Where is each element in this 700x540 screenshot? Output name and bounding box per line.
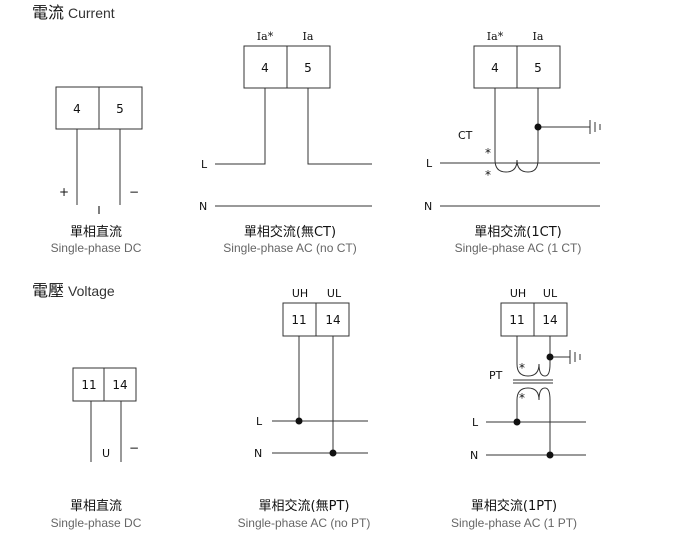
caption-en: Single-phase DC	[51, 516, 142, 530]
line-l-label: L	[256, 415, 263, 428]
voltage-header-en: Voltage	[68, 283, 115, 299]
terminal-14: 14	[325, 313, 340, 327]
polarity-star-icon: *	[519, 361, 525, 375]
caption-zh: 單相直流	[70, 225, 122, 240]
dc-voltage-diagram: 11 14 U − 單相直流 Single-phase DC	[51, 367, 142, 530]
ac-current-no-ct-diagram: Ia* Ia 4 5 L N 單相交流(無CT) Single-phase AC…	[199, 30, 372, 255]
dc-current-diagram: 4 5 + − I 單相直流 Single-phase DC	[51, 86, 143, 255]
voltage-signal-label: U	[102, 447, 110, 460]
current-signal-label: I	[97, 204, 100, 217]
minus-sign: −	[129, 441, 139, 455]
ac-voltage-1pt-diagram: UH UL 11 14 PT * * L N 單相交流(1PT) Single-	[451, 287, 586, 530]
wire-l-to-4	[215, 88, 266, 165]
minus-sign: −	[129, 185, 139, 199]
junction-dot	[534, 123, 542, 131]
terminal-14: 14	[112, 378, 127, 392]
line-n-label: N	[470, 449, 478, 462]
line-l-label: L	[426, 157, 433, 170]
terminal-label-uh: UH	[292, 287, 308, 300]
line-l-label: L	[472, 416, 479, 429]
terminal-label-ia-star: Ia*	[487, 30, 504, 43]
ac-current-1ct-diagram: Ia* Ia 4 5 CT * * L N 單相交流(1CT) Single-p…	[424, 30, 601, 255]
pt-primary-coil-icon	[516, 387, 551, 401]
caption-zh: 單相交流(無PT)	[259, 498, 350, 514]
terminal-label-ia-star: Ia*	[257, 30, 274, 43]
terminal-label-uh: UH	[510, 287, 526, 300]
terminal-11: 11	[81, 378, 96, 392]
terminal-11: 11	[509, 313, 524, 327]
current-header-zh: 電流	[32, 3, 64, 22]
terminal-4: 4	[261, 61, 269, 75]
line-n-label: N	[199, 200, 207, 213]
caption-en: Single-phase DC	[51, 241, 142, 255]
terminal-4: 4	[73, 102, 81, 116]
polarity-star-icon: *	[485, 168, 491, 182]
ac-voltage-no-pt-diagram: UH UL 11 14 L N 單相交流(無PT) Single-phase A…	[238, 287, 371, 530]
junction-dot	[546, 353, 554, 361]
junction-dot	[295, 417, 303, 425]
ct-coil-icon	[494, 159, 539, 173]
current-section-header: 電流 Current	[32, 3, 115, 22]
terminal-label-ia: Ia	[303, 30, 314, 43]
pt-label: PT	[489, 369, 503, 382]
terminal-5: 5	[534, 61, 542, 75]
junction-dot	[546, 451, 554, 459]
terminal-label-ul: UL	[543, 287, 558, 300]
line-n-label: N	[254, 447, 262, 460]
terminal-label-ul: UL	[327, 287, 342, 300]
terminal-11: 11	[291, 313, 306, 327]
caption-en: Single-phase AC (no PT)	[238, 516, 371, 530]
junction-dot	[329, 449, 337, 457]
plus-sign: +	[59, 185, 69, 199]
terminal-4: 4	[491, 61, 499, 75]
caption-zh: 單相直流	[70, 499, 122, 514]
terminal-label-ia: Ia	[533, 30, 544, 43]
polarity-star-icon: *	[485, 146, 491, 160]
terminal-5: 5	[304, 61, 312, 75]
terminal-14: 14	[542, 313, 557, 327]
junction-dot	[513, 418, 521, 426]
voltage-section-header: 電壓 Voltage	[32, 281, 115, 300]
caption-en: Single-phase AC (1 PT)	[451, 516, 577, 530]
terminal-5: 5	[116, 102, 124, 116]
ct-label: CT	[458, 129, 473, 142]
pt-secondary-coil-icon	[516, 363, 551, 377]
caption-zh: 單相交流(1CT)	[474, 224, 561, 240]
caption-en: Single-phase AC (1 CT)	[455, 241, 582, 255]
caption-en: Single-phase AC (no CT)	[223, 241, 356, 255]
polarity-star-icon: *	[519, 391, 525, 405]
caption-zh: 單相交流(無CT)	[244, 224, 336, 240]
line-n-label: N	[424, 200, 432, 213]
voltage-header-zh: 電壓	[32, 281, 64, 300]
wire-5-to-load	[307, 88, 372, 165]
current-header-en: Current	[68, 5, 115, 21]
caption-zh: 單相交流(1PT)	[471, 498, 557, 514]
line-l-label: L	[201, 158, 208, 171]
